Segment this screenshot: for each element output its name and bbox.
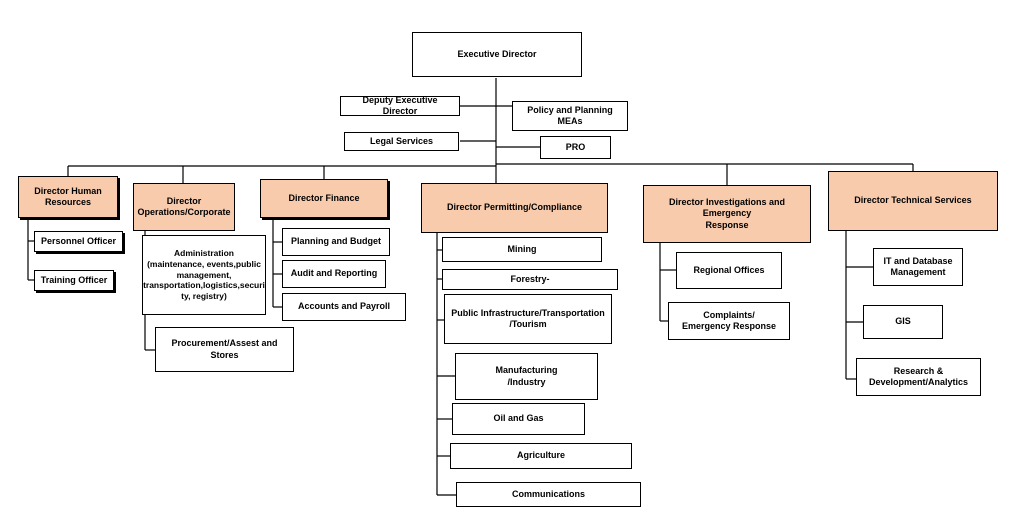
communications-box: Communications — [456, 482, 641, 507]
audit-reporting-box: Audit and Reporting — [282, 260, 386, 288]
oil-gas-label: Oil and Gas — [493, 413, 544, 424]
executive-director-label: Executive Director — [457, 48, 537, 59]
pro-label: PRO — [565, 141, 586, 152]
audit-reporting-label: Audit and Reporting — [290, 268, 378, 279]
planning-budget-box: Planning and Budget — [282, 228, 390, 256]
forestry-label: Forestry- — [510, 273, 550, 284]
executive-director-box: Executive Director — [412, 32, 582, 77]
agriculture-box: Agriculture — [450, 443, 632, 469]
communications-label: Communications — [511, 488, 585, 499]
oil-gas-box: Oil and Gas — [452, 403, 585, 435]
training-officer-label: Training Officer — [40, 274, 108, 285]
accounts-payroll-label: Accounts and Payroll — [297, 301, 391, 312]
deputy-executive-director-label: Deputy Executive Director — [362, 94, 438, 116]
agriculture-label: Agriculture — [516, 450, 565, 461]
director-technical-label: Director Technical Services — [854, 195, 972, 206]
public-infrastructure-label: Public Infrastructure/Transportation /To… — [451, 307, 605, 329]
director-technical-box: Director Technical Services — [828, 171, 998, 231]
director-permitting-label: Director Permitting/Compliance — [446, 202, 583, 213]
procurement-box: Procurement/Assest and Stores — [155, 327, 294, 372]
gis-label: GIS — [895, 316, 911, 327]
personnel-officer-box: Personnel Officer — [34, 231, 123, 252]
administration-box: Administration (maintenance, events,publ… — [142, 235, 266, 315]
research-development-box: Research & Development/Analytics — [856, 358, 981, 396]
procurement-label: Procurement/Assest and Stores — [171, 338, 278, 360]
training-officer-box: Training Officer — [34, 270, 114, 291]
complaints-emergency-box: Complaints/ Emergency Response — [668, 302, 790, 340]
personnel-officer-label: Personnel Officer — [40, 235, 117, 246]
director-permitting-box: Director Permitting/Compliance — [421, 183, 608, 233]
manufacturing-box: Manufacturing /Industry — [455, 353, 598, 400]
complaints-emergency-label: Complaints/ Emergency Response — [681, 309, 777, 331]
deputy-executive-director-box: Deputy Executive Director — [340, 94, 460, 116]
manufacturing-label: Manufacturing /Industry — [495, 365, 558, 387]
director-human-resources-label: Director Human Resources — [34, 185, 102, 207]
administration-label: Administration (maintenance, events,publ… — [143, 248, 265, 301]
planning-budget-label: Planning and Budget — [291, 236, 381, 247]
regional-offices-label: Regional Offices — [693, 264, 765, 275]
gis-box: GIS — [863, 305, 943, 339]
policy-planning-label: Policy and Planning MEAs — [527, 104, 613, 126]
forestry-box: Forestry- — [442, 269, 618, 290]
director-investigations-label: Director Investigations and Emergency Re… — [668, 197, 786, 230]
public-infrastructure-box: Public Infrastructure/Transportation /To… — [444, 294, 612, 344]
pro-box: PRO — [540, 136, 611, 159]
director-operations-label: Director Operations/Corporate — [137, 195, 231, 217]
regional-offices-box: Regional Offices — [676, 252, 782, 289]
it-database-label: IT and Database Management — [883, 255, 953, 277]
director-finance-box: Director Finance — [260, 179, 388, 218]
legal-services-box: Legal Services — [344, 132, 459, 151]
legal-services-label: Legal Services — [369, 135, 434, 146]
mining-label: Mining — [507, 243, 537, 254]
it-database-box: IT and Database Management — [873, 248, 963, 286]
director-human-resources-box: Director Human Resources — [18, 176, 118, 218]
accounts-payroll-box: Accounts and Payroll — [282, 293, 406, 321]
director-finance-label: Director Finance — [288, 192, 360, 203]
director-operations-box: Director Operations/Corporate — [133, 183, 235, 231]
policy-planning-box: Policy and Planning MEAs — [512, 101, 628, 131]
research-development-label: Research & Development/Analytics — [868, 365, 969, 387]
mining-box: Mining — [442, 237, 602, 262]
director-investigations-box: Director Investigations and Emergency Re… — [643, 185, 811, 243]
